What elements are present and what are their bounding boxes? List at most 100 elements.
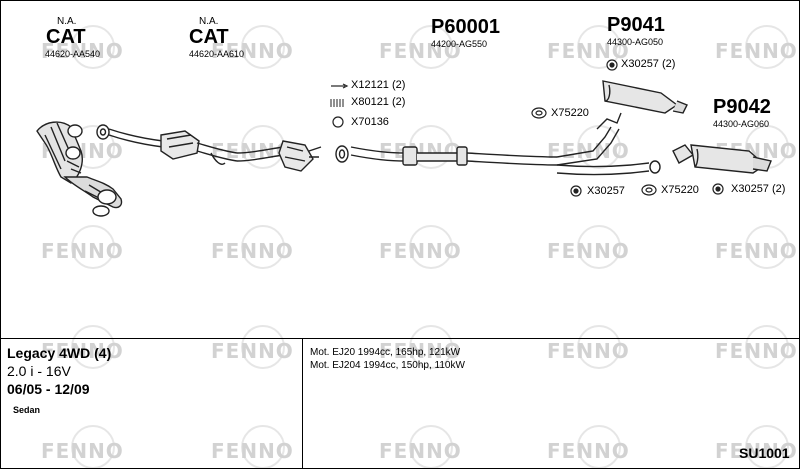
fenno-watermark: FENNO — [205, 317, 325, 377]
fenno-watermark: FENNO — [541, 17, 661, 77]
watermark-text: FENNO — [211, 339, 294, 363]
gasket-icon-x75220-mid — [641, 184, 657, 196]
footer-info-panel: Legacy 4WD (4) 2.0 i - 16V 06/05 - 12/09… — [1, 338, 799, 468]
watermark-ring-icon — [577, 25, 621, 69]
watermark-ring-icon — [745, 325, 789, 369]
diagram-code: SU1001 — [739, 445, 790, 461]
watermark-ring-icon — [241, 25, 285, 69]
gasket-x70136 — [335, 145, 349, 163]
fenno-watermark: FENNO — [35, 417, 155, 468]
fenno-watermark: FENNO — [205, 217, 325, 277]
vehicle-body: Sedan — [13, 405, 41, 415]
p9041-name: P9041 — [607, 14, 665, 36]
watermark-text: FENNO — [547, 39, 630, 63]
watermark-text: FENNO — [41, 339, 124, 363]
exhaust-drawing — [36, 59, 772, 217]
motor-line-1: Mot. EJ20 1994cc, 165hp, 121kW — [310, 347, 461, 358]
p9042-name: P9042 — [713, 96, 771, 118]
cat2-note: N.A. — [199, 16, 219, 27]
fenno-watermark: FENNO — [373, 417, 493, 468]
watermark-text: FENNO — [547, 139, 630, 163]
cat1-note: N.A. — [57, 16, 77, 27]
watermark-ring-icon — [577, 125, 621, 169]
fenno-watermark: FENNO — [709, 17, 799, 77]
watermark-text: FENNO — [41, 39, 124, 63]
vehicle-engine: 2.0 i - 16V — [7, 363, 71, 379]
cat1-name: CAT — [46, 26, 86, 48]
hanger-icon-x30257-top — [606, 59, 618, 71]
fenno-watermark: FENNO — [541, 317, 661, 377]
watermark-text: FENNO — [41, 439, 124, 463]
watermark-ring-icon — [71, 225, 115, 269]
watermark-text: FENNO — [715, 239, 798, 263]
watermark-ring-icon — [577, 425, 621, 468]
fenno-watermark: FENNO — [709, 417, 799, 468]
watermark-text: FENNO — [715, 439, 798, 463]
hanger-icon-x30257-right — [712, 183, 724, 195]
watermark-ring-icon — [241, 225, 285, 269]
hanger-icon-x30257-mid — [570, 185, 582, 197]
watermark-text: FENNO — [547, 239, 630, 263]
vehicle-model: Legacy 4WD (4) — [7, 345, 112, 361]
watermark-ring-icon — [71, 325, 115, 369]
watermark-text: FENNO — [41, 239, 124, 263]
watermark-ring-icon — [409, 425, 453, 468]
gasket-end — [649, 160, 661, 174]
watermark-ring-icon — [577, 225, 621, 269]
fenno-watermark: FENNO — [35, 217, 155, 277]
gasket-icon-x75220-top — [531, 107, 547, 119]
watermark-text: FENNO — [211, 239, 294, 263]
fenno-watermark: FENNO — [373, 317, 493, 377]
fitting-x30257-right: X30257 (2) — [731, 183, 786, 195]
fenno-watermark: FENNO — [205, 17, 325, 77]
cat-converter-2 — [210, 140, 322, 172]
spring-icon-x80121 — [330, 99, 344, 107]
fenno-watermark: FENNO — [35, 317, 155, 377]
middle-pipe-p60001 — [350, 126, 650, 176]
watermark-text: FENNO — [379, 39, 462, 63]
p9041-number: 44300-AG050 — [607, 37, 664, 47]
cat2-number: 44620-AA610 — [189, 49, 245, 59]
watermark-text: FENNO — [715, 39, 798, 63]
silencer-p9041 — [596, 80, 688, 130]
watermark-ring-icon — [409, 225, 453, 269]
watermark-ring-icon — [241, 425, 285, 468]
watermark-text: FENNO — [715, 339, 798, 363]
fitting-x30257-mid: X30257 — [587, 185, 625, 197]
fitting-x80121: X80121 (2) — [351, 96, 406, 108]
watermark-ring-icon — [745, 425, 789, 468]
watermark-text: FENNO — [379, 339, 462, 363]
watermark-text: FENNO — [379, 239, 462, 263]
clamp-icon-x12121 — [331, 83, 349, 89]
cat-converter-1 — [108, 128, 238, 162]
fenno-watermark: FENNO — [373, 217, 493, 277]
exhaust-manifold — [36, 121, 123, 217]
watermark-ring-icon — [409, 325, 453, 369]
watermark-text: FENNO — [211, 39, 294, 63]
p60001-number: 44200-AG550 — [431, 39, 488, 49]
motor-line-2: Mot. EJ204 1994cc, 150hp, 110kW — [310, 360, 465, 371]
watermark-ring-icon — [71, 425, 115, 468]
fitting-x75220-top: X75220 — [551, 107, 589, 119]
gasket-ring — [96, 124, 110, 140]
p60001-name: P60001 — [431, 16, 500, 38]
fenno-watermark: FENNO — [35, 17, 155, 77]
watermark-ring-icon — [745, 225, 789, 269]
watermark-ring-icon — [241, 325, 285, 369]
watermark-text: FENNO — [379, 439, 462, 463]
watermark-text: FENNO — [211, 439, 294, 463]
watermark-text: FENNO — [547, 439, 630, 463]
silencer-p9042 — [672, 144, 772, 174]
fenno-watermark: FENNO — [373, 17, 493, 77]
fitting-x12121: X12121 (2) — [351, 79, 406, 91]
vehicle-years: 06/05 - 12/09 — [7, 381, 90, 397]
fenno-watermark: FENNO — [541, 217, 661, 277]
footer-divider — [302, 339, 303, 468]
watermark-text: FENNO — [547, 339, 630, 363]
cat1-number: 44620-AA540 — [45, 49, 101, 59]
cat2-name: CAT — [189, 26, 229, 48]
fitting-x75220-mid: X75220 — [661, 184, 699, 196]
watermark-ring-icon — [745, 25, 789, 69]
p9042-number: 44300-AG060 — [713, 119, 770, 129]
